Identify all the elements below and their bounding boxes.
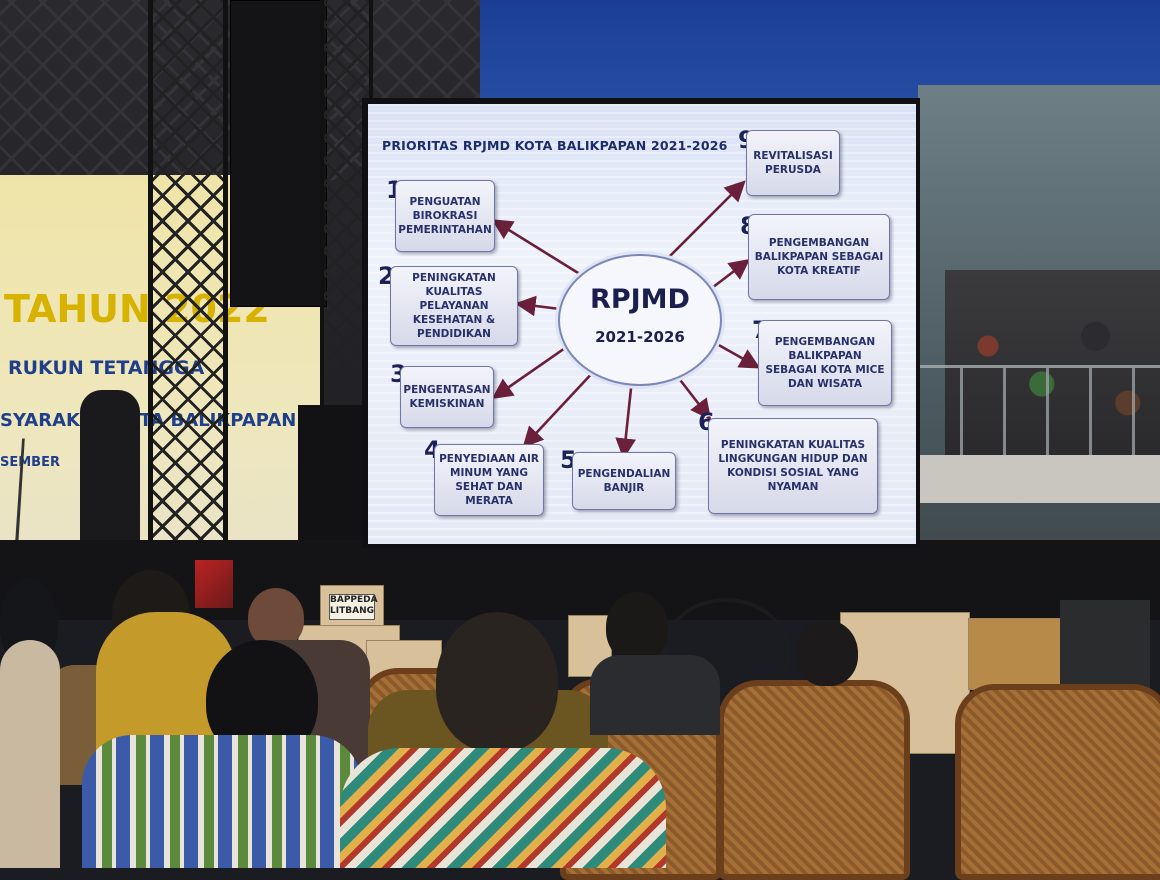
hub-title: RPJMD bbox=[590, 284, 690, 315]
arrow-4 bbox=[522, 368, 597, 448]
prize-box bbox=[968, 618, 1070, 690]
rattan-chair bbox=[955, 684, 1160, 880]
audience-member-plaid-shirt bbox=[82, 735, 362, 868]
hanging-speaker bbox=[230, 0, 327, 307]
gift-bag bbox=[195, 560, 233, 608]
audience-head bbox=[248, 588, 304, 648]
arrow-2 bbox=[514, 295, 561, 317]
arrow-5 bbox=[615, 378, 636, 460]
priority-5-box: PENGENDALIAN BANJIR bbox=[572, 452, 676, 510]
rattan-chair bbox=[718, 680, 910, 880]
audience-member-dark bbox=[590, 655, 720, 735]
arrow-9 bbox=[663, 180, 746, 263]
audience-head bbox=[606, 592, 668, 662]
arrow-6 bbox=[672, 371, 712, 421]
audience-member-batik-shirt bbox=[340, 748, 666, 868]
arrow-3 bbox=[491, 344, 569, 399]
rpjmd-hub: RPJMD 2021-2026 bbox=[558, 254, 722, 386]
arrow-layer bbox=[491, 180, 761, 460]
priority-6-box: PENINGKATAN KUALITAS LINGKUNGAN HIDUP DA… bbox=[708, 418, 878, 514]
led-screen: PRIORITAS RPJMD KOTA BALIKPAPAN 2021-202… bbox=[368, 104, 916, 544]
priority-7-box: PENGEMBANGAN BALIKPAPAN SEBAGAI KOTA MIC… bbox=[758, 320, 892, 406]
priority-1-box: PENGUATAN BIROKRASI PEMERINTAHAN bbox=[395, 180, 495, 252]
priority-4-box: PENYEDIAAN AIR MINUM YANG SEHAT DAN MERA… bbox=[434, 444, 544, 516]
stage-truss-left bbox=[148, 0, 228, 570]
balcony-railing bbox=[920, 365, 1160, 458]
cardboard-box-bappeda: BAPPEDA LITBANG bbox=[320, 585, 384, 629]
slide-title: PRIORITAS RPJMD KOTA BALIKPAPAN 2021-202… bbox=[382, 138, 728, 153]
stage-floor bbox=[0, 540, 1160, 620]
priority-2-box: PENINGKATAN KUALITAS PELAYANAN KESEHATAN… bbox=[390, 266, 518, 346]
priority-9-box: REVITALISASI PERUSDA bbox=[746, 130, 840, 196]
priority-8-box: PENGEMBANGAN BALIKPAPAN SEBAGAI KOTA KRE… bbox=[748, 214, 890, 300]
audience-head bbox=[796, 620, 858, 686]
balcony-ledge bbox=[918, 455, 1160, 503]
priority-3-box: PENGENTASAN KEMISKINAN bbox=[400, 366, 494, 428]
banner-date-text: SEMBER bbox=[0, 455, 60, 470]
hub-years: 2021-2026 bbox=[595, 328, 685, 346]
bappeda-label: BAPPEDA LITBANG bbox=[329, 594, 378, 620]
audience-head-bald bbox=[436, 612, 558, 752]
arrow-1 bbox=[491, 219, 584, 278]
audience-member-left bbox=[0, 640, 60, 868]
